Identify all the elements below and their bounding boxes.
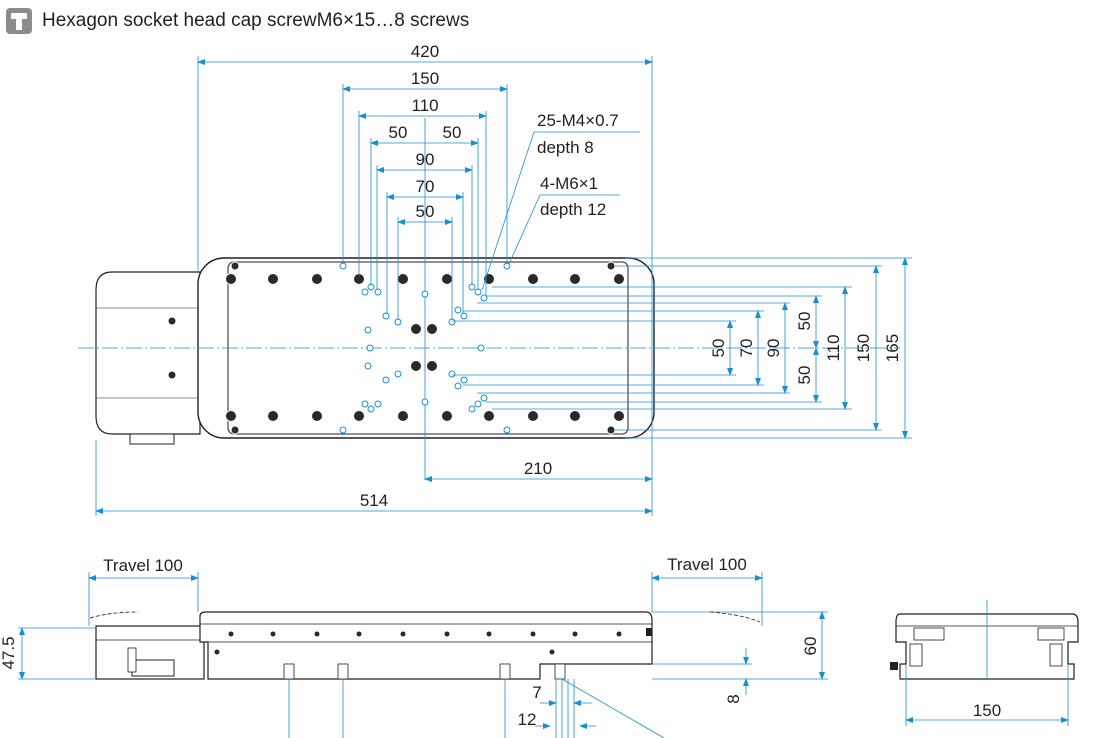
dim-210: 210 [524,459,552,478]
mounting-holes [225,261,625,435]
travel-right-label: Travel 100 [667,555,747,574]
screw-name: Hexagon socket head cap screw [42,10,317,31]
dim-r50-lower: 50 [795,366,814,385]
m4-depth: depth 8 [537,138,594,157]
side-holes [168,317,176,379]
dim-r90: 90 [764,339,783,358]
dim-90: 90 [416,150,435,169]
dim-8: 8 [724,694,743,703]
dim-12: 12 [518,710,537,729]
dim-150: 150 [411,69,439,88]
dim-70: 70 [416,177,435,196]
dim-r50-upper: 50 [795,312,814,331]
dim-60: 60 [801,637,820,656]
top-view: 420 150 110 50 50 90 70 50 25-M4×0.7 dep… [78,42,912,516]
dim-end-150: 150 [973,701,1001,720]
side-stage-body [199,611,653,680]
motor-connector [129,433,175,445]
dim-50: 50 [416,202,435,221]
screw-icon [6,8,32,34]
dim-7: 7 [532,683,541,702]
screw-spec: M6×15…8 screws [316,10,470,31]
dim-r150: 150 [854,334,873,362]
m4-callout: 25-M4×0.7 [537,111,619,130]
header-caption: Hexagon socket head cap screwM6×15…8 scr… [42,10,469,32]
dim-47-5: 47.5 [0,636,18,669]
dim-420: 420 [411,42,439,61]
m6-depth: depth 12 [540,200,606,219]
dim-514: 514 [360,491,388,510]
dim-r165: 165 [883,334,902,362]
dim-r50: 50 [709,339,728,358]
motor-block [95,271,201,435]
dim-r70: 70 [737,339,756,358]
travel-left-label: Travel 100 [103,556,183,575]
dim-110: 110 [411,96,438,115]
top-dimension-lines [95,56,653,516]
dim-r110: 110 [824,334,843,361]
side-view: Travel 100 Travel 100 47.5 60 8 7 12 [0,555,828,738]
m6-callout: 4-M6×1 [540,174,598,193]
end-view: 150 [890,600,1079,726]
dim-50-right: 50 [443,123,462,142]
right-dimension-lines [452,257,912,439]
header: Hexagon socket head cap screwM6×15…8 scr… [6,6,469,36]
dim-50-left: 50 [389,123,408,142]
